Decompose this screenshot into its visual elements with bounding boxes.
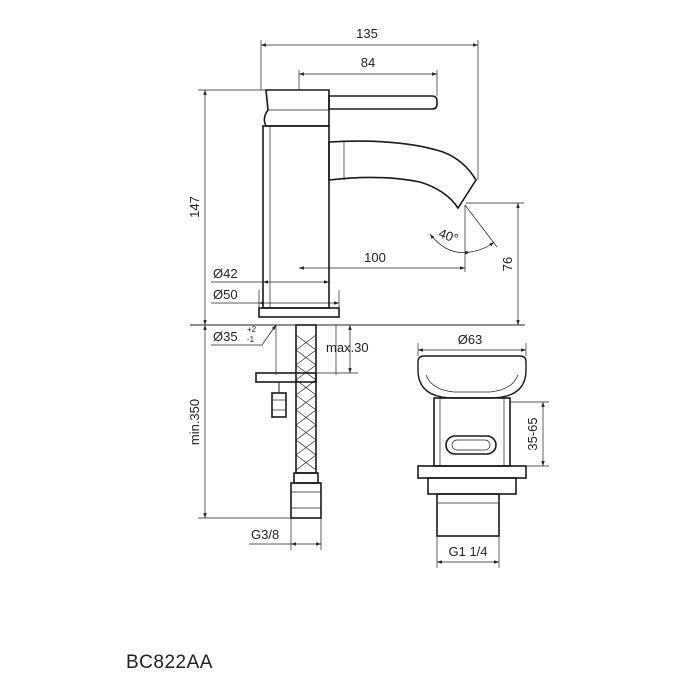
dim-spout-height: 76 — [500, 257, 515, 271]
waste-body — [433, 397, 511, 467]
faucet-body — [262, 125, 330, 309]
faucet-dimensions: 135 84 147 100 76 40° Ø42 Ø50 — [187, 26, 524, 550]
dim-body-diameter: Ø42 — [213, 266, 238, 281]
dim-hole-tolerance-minus: -1 — [247, 335, 255, 344]
dim-max-deck: max.30 — [326, 340, 369, 355]
faucet-spout — [328, 140, 477, 210]
hose-fitting — [293, 472, 319, 484]
handle-lever — [328, 95, 438, 110]
dim-spout-reach: 100 — [364, 250, 386, 265]
flexible-hose — [295, 324, 317, 474]
waste-nut — [417, 465, 527, 479]
handle-cap — [263, 89, 330, 127]
dim-hose-thread: G3/8 — [251, 527, 279, 542]
waste-side-view — [417, 355, 527, 537]
dim-waste-range: 35-65 — [525, 417, 540, 450]
dim-angle: 40° — [437, 225, 461, 246]
dim-waste-diameter: Ø63 — [458, 332, 483, 347]
fixing-plate — [255, 372, 317, 383]
waste-dimensions: Ø63 35-65 G1 1/4 — [417, 332, 549, 568]
dim-handle-length: 84 — [361, 55, 375, 70]
faucet-base — [258, 307, 340, 318]
dim-waste-thread: G1 1/4 — [448, 544, 487, 559]
dim-overall-width: 135 — [356, 26, 378, 41]
waste-tail — [436, 493, 500, 537]
fixing-nut — [271, 392, 287, 418]
model-code: BC822AA — [126, 652, 213, 673]
waste-cap — [417, 355, 527, 399]
faucet-side-view — [190, 89, 525, 519]
dim-hole-diameter: Ø35 — [213, 329, 238, 344]
dim-height: 147 — [187, 196, 202, 218]
dim-base-diameter: Ø50 — [213, 287, 238, 302]
dim-min-hose: min.350 — [187, 399, 202, 445]
waste-slot — [445, 435, 497, 455]
dim-hole-tolerance-plus: +2 — [247, 325, 257, 334]
